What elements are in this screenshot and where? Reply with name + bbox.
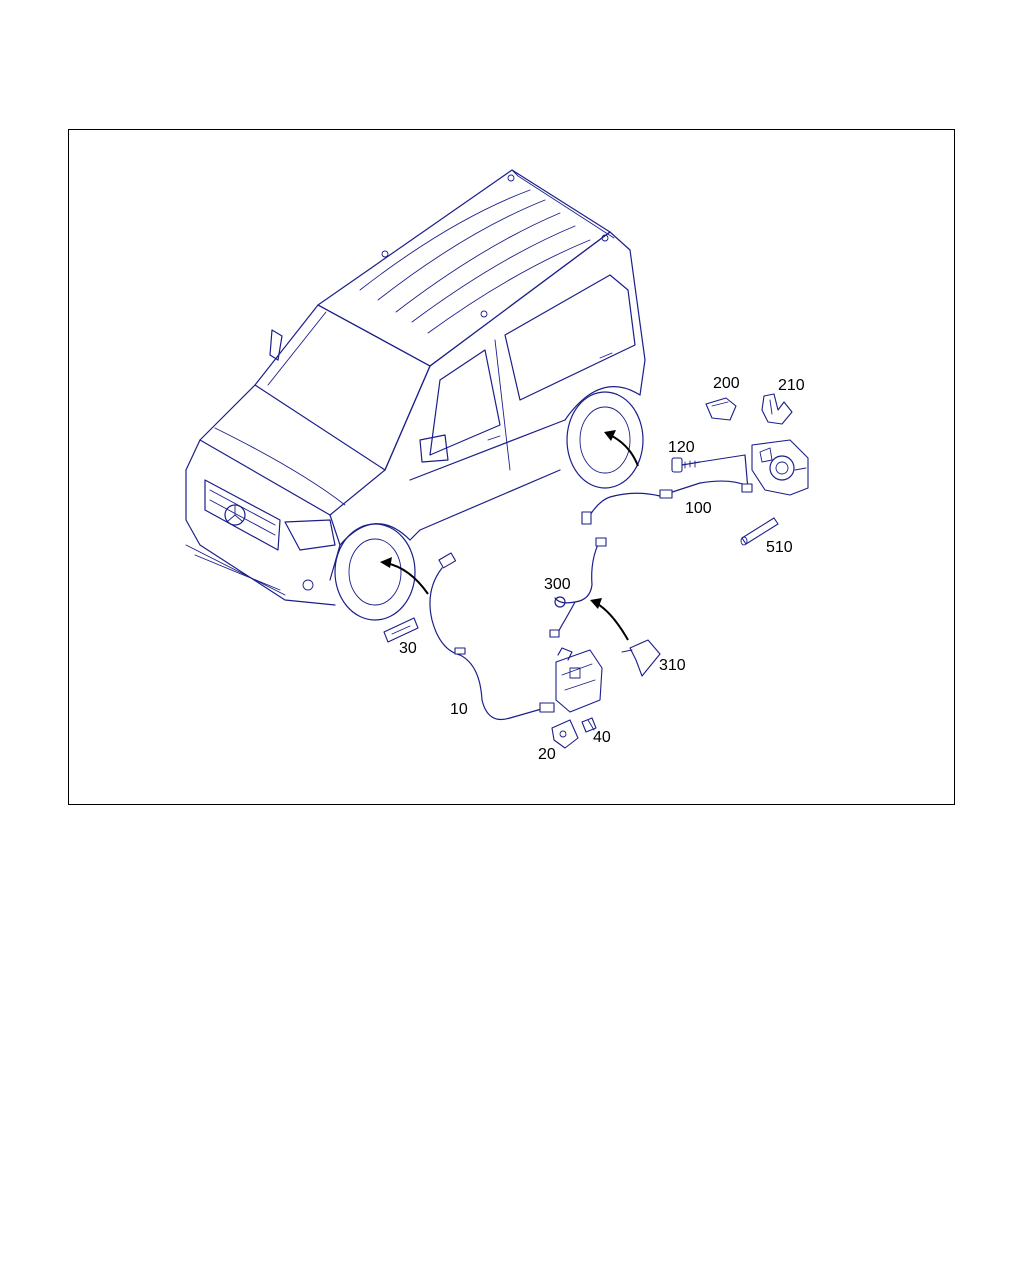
harness-300 (549, 537, 607, 638)
arrow-rear-wheel (604, 430, 639, 467)
part-label-510: 510 (766, 539, 793, 556)
part-label-20: 20 (538, 746, 556, 763)
front-sensor-cable (429, 552, 555, 721)
part-200-clip (705, 397, 737, 421)
bracket-20 (551, 719, 579, 749)
bolt-120 (671, 454, 746, 473)
rear-sensor-cable-100 (581, 454, 753, 525)
part-label-310: 310 (659, 657, 686, 674)
diagram-frame (68, 129, 955, 805)
part-label-30: 30 (399, 640, 417, 657)
arrow-harness-300 (590, 598, 629, 641)
part-label-100: 100 (685, 500, 712, 517)
part-label-10: 10 (450, 701, 468, 718)
part-label-210: 210 (778, 377, 805, 394)
bracket-310 (621, 639, 661, 677)
arrow-front-wheel (380, 557, 429, 595)
bolt-40 (581, 717, 597, 733)
part-510-pin (740, 517, 779, 546)
front-caliper (555, 647, 603, 713)
part-label-120: 120 (668, 439, 695, 456)
part-label-200: 200 (713, 375, 740, 392)
part-210-holder (761, 393, 793, 425)
part-label-300: 300 (544, 576, 571, 593)
bracket-30 (383, 617, 419, 643)
van-illustration (185, 169, 646, 621)
part-label-40: 40 (593, 729, 611, 746)
rear-caliper (751, 439, 809, 496)
